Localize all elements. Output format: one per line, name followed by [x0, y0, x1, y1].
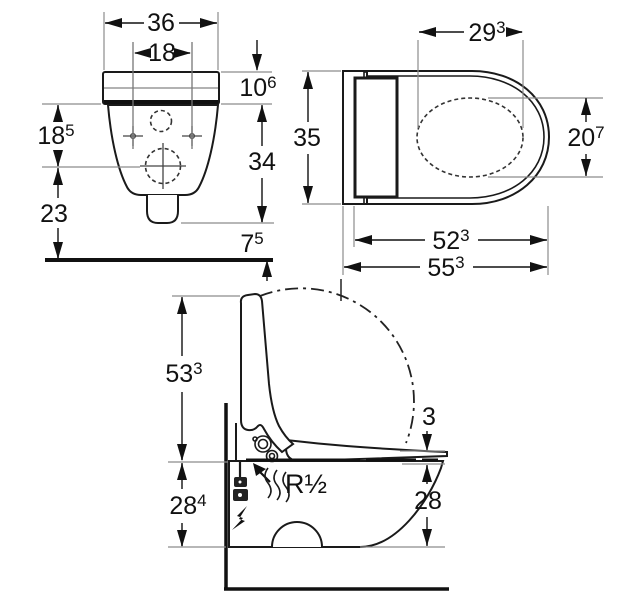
side-lid-raised: [239, 292, 295, 454]
top-seat-body: [366, 70, 551, 205]
dim-opening-length-label: 293: [468, 18, 505, 47]
front-drain-circle-dashed: [140, 143, 186, 189]
dim-height-below-cover-label: 34: [248, 148, 276, 176]
top-module-block: [353, 76, 399, 199]
side-view: R½ 533 284 3 2: [165, 279, 449, 591]
front-dimensions: 36 18 106 34 75 185 23: [37, 9, 277, 281]
water-flow-icon: [253, 463, 290, 503]
top-bowl-opening-dashed: [416, 97, 524, 178]
dim-height-right-label: 28: [414, 487, 442, 515]
front-small-hole-dashed: [149, 109, 173, 133]
dim-seat-edge-overlap-label: 3: [422, 403, 436, 431]
dim-open-lid-height-label: 533: [165, 359, 202, 388]
dim-outlet-bottom-to-floor-label: 75: [240, 229, 263, 258]
side-outline: R½: [224, 292, 449, 591]
lightning-bolt-icon: [232, 506, 247, 530]
dim-overall-width-label: 36: [147, 9, 175, 37]
water-connection-label: R½: [285, 469, 327, 499]
side-pan-arch-cutout: [271, 521, 323, 548]
dim-cover-to-outlet-centre-label: 185: [37, 121, 74, 150]
front-view: 36 18 106 34 75 185 23: [37, 9, 277, 281]
dim-fixing-centres-label: 18: [148, 39, 176, 67]
top-outline: [342, 70, 551, 205]
dim-height-left-label: 284: [169, 491, 206, 520]
dim-width-label: 35: [293, 124, 321, 152]
side-extension-lines: [168, 295, 445, 548]
front-extension-lines: [42, 12, 274, 224]
lid-swing-arc: [259, 287, 415, 444]
dim-pan-length-label: 523: [432, 226, 469, 255]
dim-outlet-centre-to-floor-label: 23: [40, 200, 68, 228]
top-dimensions: 293 35 207 523 553: [293, 18, 605, 282]
dim-overall-length-label: 553: [427, 253, 464, 282]
dim-cover-height-label: 106: [239, 73, 276, 102]
side-seat: [285, 438, 448, 463]
side-dimensions: 533 284 3 28: [165, 297, 442, 547]
top-seat-inner-contour: [367, 75, 545, 199]
water-supply-hose: [232, 461, 249, 501]
top-view: 293 35 207 523 553: [293, 18, 605, 282]
front-outlet: [146, 195, 179, 224]
dim-opening-width-label: 207: [567, 123, 604, 152]
